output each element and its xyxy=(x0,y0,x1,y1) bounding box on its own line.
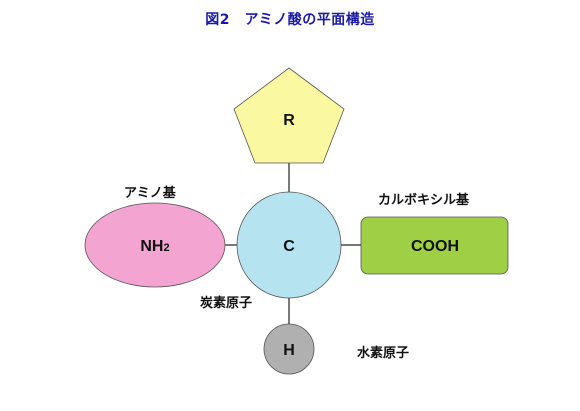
carbon-label: C xyxy=(283,238,295,255)
hydrogen-node: H xyxy=(263,323,315,375)
carbon-node: C xyxy=(236,191,342,299)
amino-group-node: NH2 xyxy=(84,202,226,288)
hydrogen-label: H xyxy=(283,342,295,359)
carbon-shape xyxy=(236,191,342,299)
hydrogen-atom-caption: 水素原子 xyxy=(357,346,410,361)
amino-group-shape xyxy=(84,202,226,288)
carboxyl-group-label: COOH xyxy=(411,238,459,255)
amino-group-label: NH2 xyxy=(140,238,169,255)
amino-group-label-main: NH xyxy=(140,238,163,255)
carbon-atom-caption: 炭素原子 xyxy=(200,296,253,311)
r-group-node: R xyxy=(233,67,345,164)
hydrogen-shape xyxy=(263,323,315,375)
carboxyl-group-shape xyxy=(360,216,509,275)
carboxyl-group-caption: カルボキシル基 xyxy=(378,193,470,208)
r-group-label: R xyxy=(283,112,295,129)
figure-title: 図2 アミノ酸の平面構造 xyxy=(205,12,375,28)
amino-group-caption: アミノ基 xyxy=(124,186,176,201)
amino-group-label-sub: 2 xyxy=(163,242,169,254)
r-group-shape xyxy=(233,67,345,164)
carboxyl-group-node: COOH xyxy=(360,216,509,275)
